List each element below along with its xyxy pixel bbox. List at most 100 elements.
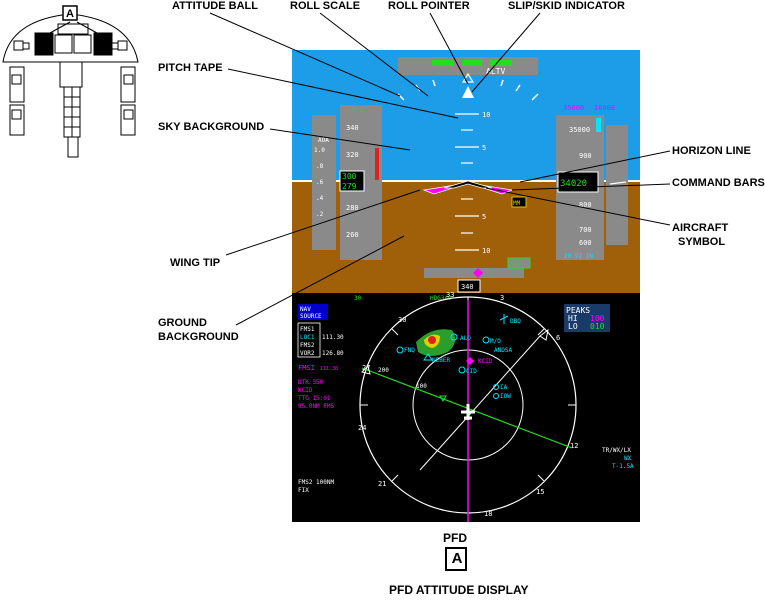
vor2-freq: 126.80 xyxy=(322,350,344,357)
nav-source-2: SOURCE xyxy=(300,313,322,320)
vsi-pointer xyxy=(609,181,627,185)
compass-6: 6 xyxy=(556,334,560,342)
weather-cell-core xyxy=(428,336,436,344)
compass-18: 18 xyxy=(484,510,492,518)
speed-readout-1: 300 xyxy=(342,172,357,181)
nav-dist: 95.0NM FMS xyxy=(298,403,335,410)
kcid-symbol xyxy=(466,357,474,365)
label-command-bars: COMMAND BARS xyxy=(672,177,765,189)
speed-tick-320: 320 xyxy=(346,151,359,159)
label-attitude-ball: ATTITUDE BALL xyxy=(172,0,258,12)
aircraft-icon xyxy=(461,404,475,420)
waypoint-symbols xyxy=(396,314,509,399)
vor-triangle xyxy=(361,365,371,375)
alt-preselect: 35000 xyxy=(563,104,584,112)
roll-pointer xyxy=(461,72,475,83)
roll-scale xyxy=(397,79,539,101)
src-fms2: FMS2 xyxy=(300,342,315,349)
wx-label: WX xyxy=(624,455,632,462)
speed-top: Z-27 xyxy=(352,107,367,114)
label-slip-skid: SLIP/SKID INDICATOR xyxy=(508,0,625,12)
wpt-iow: IOW xyxy=(500,393,511,400)
peaks-lo-label: LO xyxy=(568,322,578,331)
wpt-ia: IA xyxy=(500,384,508,391)
speed-readout-2: 279 xyxy=(342,182,357,191)
aoa-value-1: 1.0 xyxy=(314,147,325,154)
alt-tick-3: 800 xyxy=(579,201,592,209)
nav-source-list xyxy=(297,322,321,358)
vsi-scale xyxy=(606,125,628,245)
nav-wpt: KCID xyxy=(298,387,313,394)
wpt-cid: CID xyxy=(466,368,477,375)
aircraft-symbol xyxy=(443,180,493,189)
pitch-label-up10: 10 xyxy=(482,111,490,119)
nav-vs: 30 xyxy=(354,295,362,302)
aoa-value-2: .8 xyxy=(316,163,324,170)
label-roll-pointer: ROLL POINTER xyxy=(388,0,470,12)
src-vor2: VOR2 xyxy=(300,350,315,357)
cockpit-tag: A xyxy=(66,8,74,20)
speed-tick-340: 340 xyxy=(346,124,359,132)
bearing-line xyxy=(419,335,541,471)
footer-caption: PFD ATTITUDE DISPLAY xyxy=(389,583,529,597)
label-pitch-tape: PITCH TAPE xyxy=(158,62,223,74)
label-aircraft-symbol-2: SYMBOL xyxy=(678,236,726,248)
label-horizon-line: HORIZON LINE xyxy=(672,145,751,157)
alt-tick-5: 600 xyxy=(579,239,592,247)
peaks-lo-value: 010 xyxy=(590,322,605,331)
alt-target: 16000 xyxy=(594,104,615,112)
compass-30: 30 xyxy=(398,316,406,324)
alt-readout: 34020 xyxy=(560,179,587,189)
bearing-pointer xyxy=(539,328,549,341)
label-aircraft-symbol-1: AIRCRAFT xyxy=(672,222,729,234)
pitch-tape xyxy=(455,113,479,251)
temp-label: T-1.5A xyxy=(612,463,634,470)
tr-wx-lx: TR/WX/LX xyxy=(602,447,631,454)
nav-source-box xyxy=(298,304,328,320)
peaks-label: PEAKS xyxy=(566,306,590,315)
label-sky-background: SKY BACKGROUND xyxy=(158,121,265,133)
peaks-hi-value: 100 xyxy=(590,314,605,323)
baro-setting: 29.92 IN xyxy=(564,253,593,260)
src-loc1: LOC1 xyxy=(300,334,315,341)
cockpit-tag-box xyxy=(62,5,78,21)
leader-lines xyxy=(209,12,671,326)
speed-tick-280: 280 xyxy=(346,204,359,212)
alt-tick-1: 35000 xyxy=(569,126,590,134)
wpt-alo: ALO xyxy=(460,335,471,342)
heading-box xyxy=(457,279,481,293)
alt-tick-2: 900 xyxy=(579,152,592,160)
pitch-label-dn10: 10 xyxy=(482,247,490,255)
wpt-kcid: KCID xyxy=(478,358,493,365)
lateral-dev-pointer xyxy=(473,268,483,278)
footer-tag-box xyxy=(445,547,467,571)
aoa-label: AOA xyxy=(318,137,329,144)
nav-dtk: DTK 350 xyxy=(298,379,324,386)
src-fms1: FMS1 xyxy=(300,326,315,333)
nav-triangle xyxy=(439,395,447,402)
wpt-dbq: DBQ xyxy=(510,318,521,325)
fma-green-2 xyxy=(462,60,482,66)
slip-skid-indicator xyxy=(462,86,474,98)
active-source: FMS1 xyxy=(298,364,315,372)
peaks-hi-label: HI xyxy=(568,314,578,323)
aoa-value-5: .2 xyxy=(316,211,324,218)
footer-tag: A xyxy=(451,550,463,567)
pitch-label-up5: 5 xyxy=(482,144,486,152)
alt-cyan-bug xyxy=(596,118,601,132)
loc1-freq: 111.30 xyxy=(322,334,344,341)
heading-value: 340 xyxy=(461,283,474,291)
compass-33: 33 xyxy=(446,291,454,299)
nav-source-1: NAV xyxy=(300,306,311,313)
active-source-freq: 111.30 xyxy=(320,366,338,372)
compass-15: 15 xyxy=(536,488,544,496)
fma-green-3 xyxy=(490,60,512,66)
mm-annunciator xyxy=(511,196,527,208)
peaks-box xyxy=(564,304,610,332)
compass-24: 24 xyxy=(358,424,366,432)
speed-tick-260: 260 xyxy=(346,231,359,239)
speed-readout-box xyxy=(339,170,365,192)
fma-green-1 xyxy=(432,60,454,66)
